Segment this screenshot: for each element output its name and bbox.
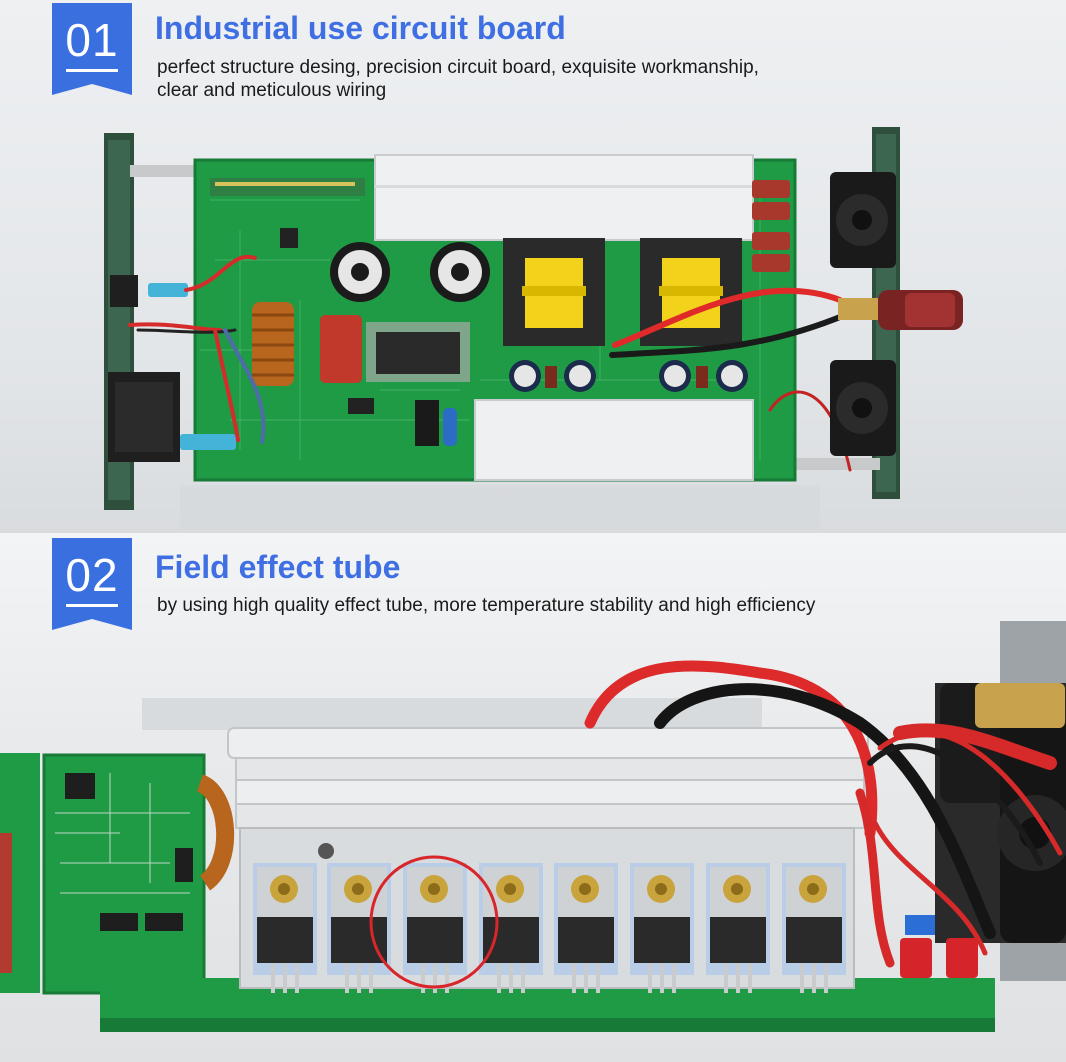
description-line: by using high quality effect tube, more … xyxy=(157,595,816,616)
description-line: perfect structure desing, precision circ… xyxy=(157,57,759,78)
section-number: 02 xyxy=(65,549,119,601)
description-line: clear and meticulous wiring xyxy=(157,80,387,101)
section-circuit-board: 01 Industrial use circuit board perfect … xyxy=(0,0,1066,533)
badge-underline xyxy=(66,69,118,72)
section-description: perfect structure desing, precision circ… xyxy=(157,56,759,102)
section-title: Field effect tube xyxy=(155,549,401,585)
section-number: 01 xyxy=(65,14,119,66)
section-field-effect-tube: 02 Field effect tube by using high quali… xyxy=(0,533,1066,1062)
section-description: by using high quality effect tube, more … xyxy=(157,594,815,617)
section-number-badge: 01 xyxy=(52,3,132,95)
badge-underline xyxy=(66,604,118,607)
field-effect-tube-photo xyxy=(0,621,1066,1032)
section-number-badge: 02 xyxy=(52,538,132,630)
circuit-board-photo xyxy=(104,127,963,530)
section-title: Industrial use circuit board xyxy=(155,10,566,46)
